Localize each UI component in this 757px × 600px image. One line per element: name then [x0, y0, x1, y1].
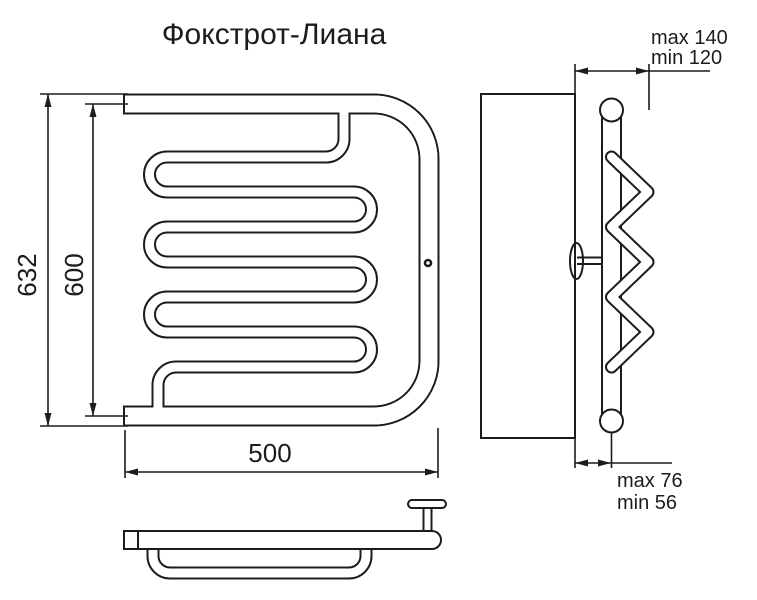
- front-view-dimensions: [40, 93, 439, 478]
- dim-label-height-center: 600: [59, 253, 89, 296]
- top-collector-end: [599, 97, 624, 123]
- side-view: [480, 93, 655, 439]
- side-view-dimensions: [574, 64, 710, 468]
- dim-label-bottom-min: min 56: [617, 492, 677, 514]
- bottom-tube-round-end-fill: [424, 532, 440, 548]
- dim-label-width: 500: [248, 438, 291, 468]
- dim-label-top-min: min 120: [651, 47, 722, 69]
- bottom-collector-end: [599, 408, 624, 434]
- wall: [480, 93, 576, 439]
- front-view: [123, 93, 440, 427]
- side-zigzag-fill: [607, 152, 653, 372]
- bracket-plate: [569, 242, 584, 280]
- page-title: Фокстрот-Лиана: [162, 18, 387, 51]
- dim-label-top-max: max 140: [651, 27, 728, 49]
- dim-label-height-outer: 632: [12, 253, 42, 296]
- bottom-loop-fill: [148, 546, 371, 578]
- air-vent-dot: [423, 258, 433, 268]
- serpentine-coil-fill: [145, 106, 376, 414]
- dim-label-bottom-max: max 76: [617, 470, 683, 492]
- bracket-flange: [407, 499, 447, 509]
- bottom-view: [123, 499, 447, 580]
